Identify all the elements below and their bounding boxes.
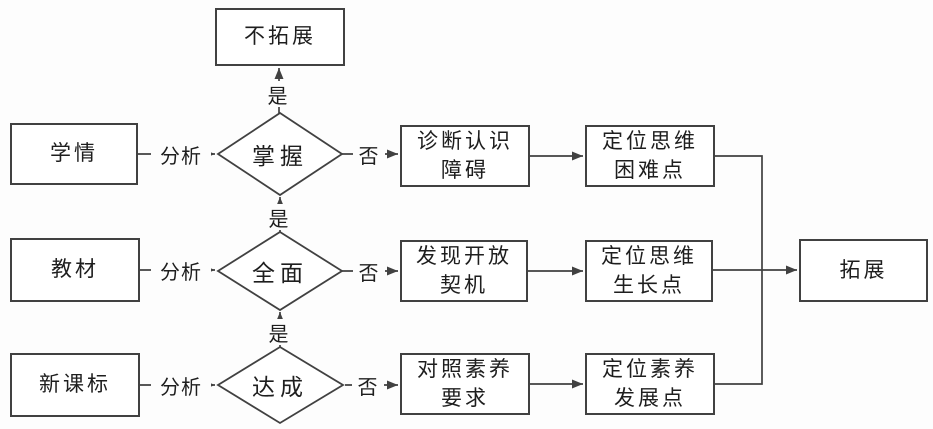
node-expand: 拓展 bbox=[799, 239, 928, 302]
edge-label-yes-3: 是 bbox=[263, 319, 295, 346]
node-expand-label: 拓展 bbox=[839, 257, 888, 282]
node-textbook: 教材 bbox=[10, 238, 140, 302]
edge-label-no-3: 否 bbox=[352, 372, 384, 399]
node-no-expand-label: 不拓展 bbox=[244, 24, 316, 49]
node-discover-opportunity-label: 发现开放 契机 bbox=[416, 243, 512, 297]
node-no-expand: 不拓展 bbox=[215, 8, 345, 66]
node-learning-situation: 学情 bbox=[10, 123, 138, 185]
node-diagnose-obstacle-label: 诊断认识 障碍 bbox=[417, 128, 513, 182]
node-locate-difficulty: 定位思维 困难点 bbox=[585, 125, 715, 187]
edge-label-yes-2: 是 bbox=[263, 204, 295, 231]
node-locate-development: 定位素养 发展点 bbox=[585, 353, 715, 415]
edge-label-no-2: 否 bbox=[353, 258, 385, 285]
node-locate-difficulty-label: 定位思维 困难点 bbox=[602, 128, 698, 182]
node-locate-growth-label: 定位思维 生长点 bbox=[601, 243, 697, 297]
node-compare-requirements: 对照素养 要求 bbox=[400, 353, 530, 415]
decision-comprehensive-label: 全面 bbox=[252, 261, 308, 286]
edge-r3-to-expand bbox=[715, 270, 763, 385]
decision-comprehensive-shape bbox=[216, 230, 344, 312]
node-discover-opportunity: 发现开放 契机 bbox=[400, 240, 528, 302]
node-locate-growth: 定位思维 生长点 bbox=[585, 240, 713, 302]
edge-label-analyze-3: 分析 bbox=[151, 372, 211, 399]
edge-label-no-1: 否 bbox=[353, 141, 385, 168]
edge-label-yes-1: 是 bbox=[262, 81, 294, 108]
node-textbook-label: 教材 bbox=[51, 257, 99, 282]
node-learning-situation-label: 学情 bbox=[50, 141, 98, 166]
decision-mastered-shape bbox=[216, 111, 344, 197]
node-new-curriculum: 新课标 bbox=[10, 353, 140, 417]
decision-achieved-label: 达成 bbox=[252, 375, 308, 400]
edge-label-analyze-1: 分析 bbox=[151, 141, 211, 168]
decision-mastered-label: 掌握 bbox=[252, 144, 308, 169]
decision-achieved-shape bbox=[216, 345, 345, 425]
node-diagnose-obstacle: 诊断认识 障碍 bbox=[400, 125, 530, 187]
node-locate-development-label: 定位素养 发展点 bbox=[602, 356, 698, 410]
edge-label-analyze-2: 分析 bbox=[151, 257, 211, 284]
edge-r1-to-expand bbox=[715, 155, 763, 270]
node-compare-requirements-label: 对照素养 要求 bbox=[417, 356, 513, 410]
node-new-curriculum-label: 新课标 bbox=[39, 372, 111, 397]
